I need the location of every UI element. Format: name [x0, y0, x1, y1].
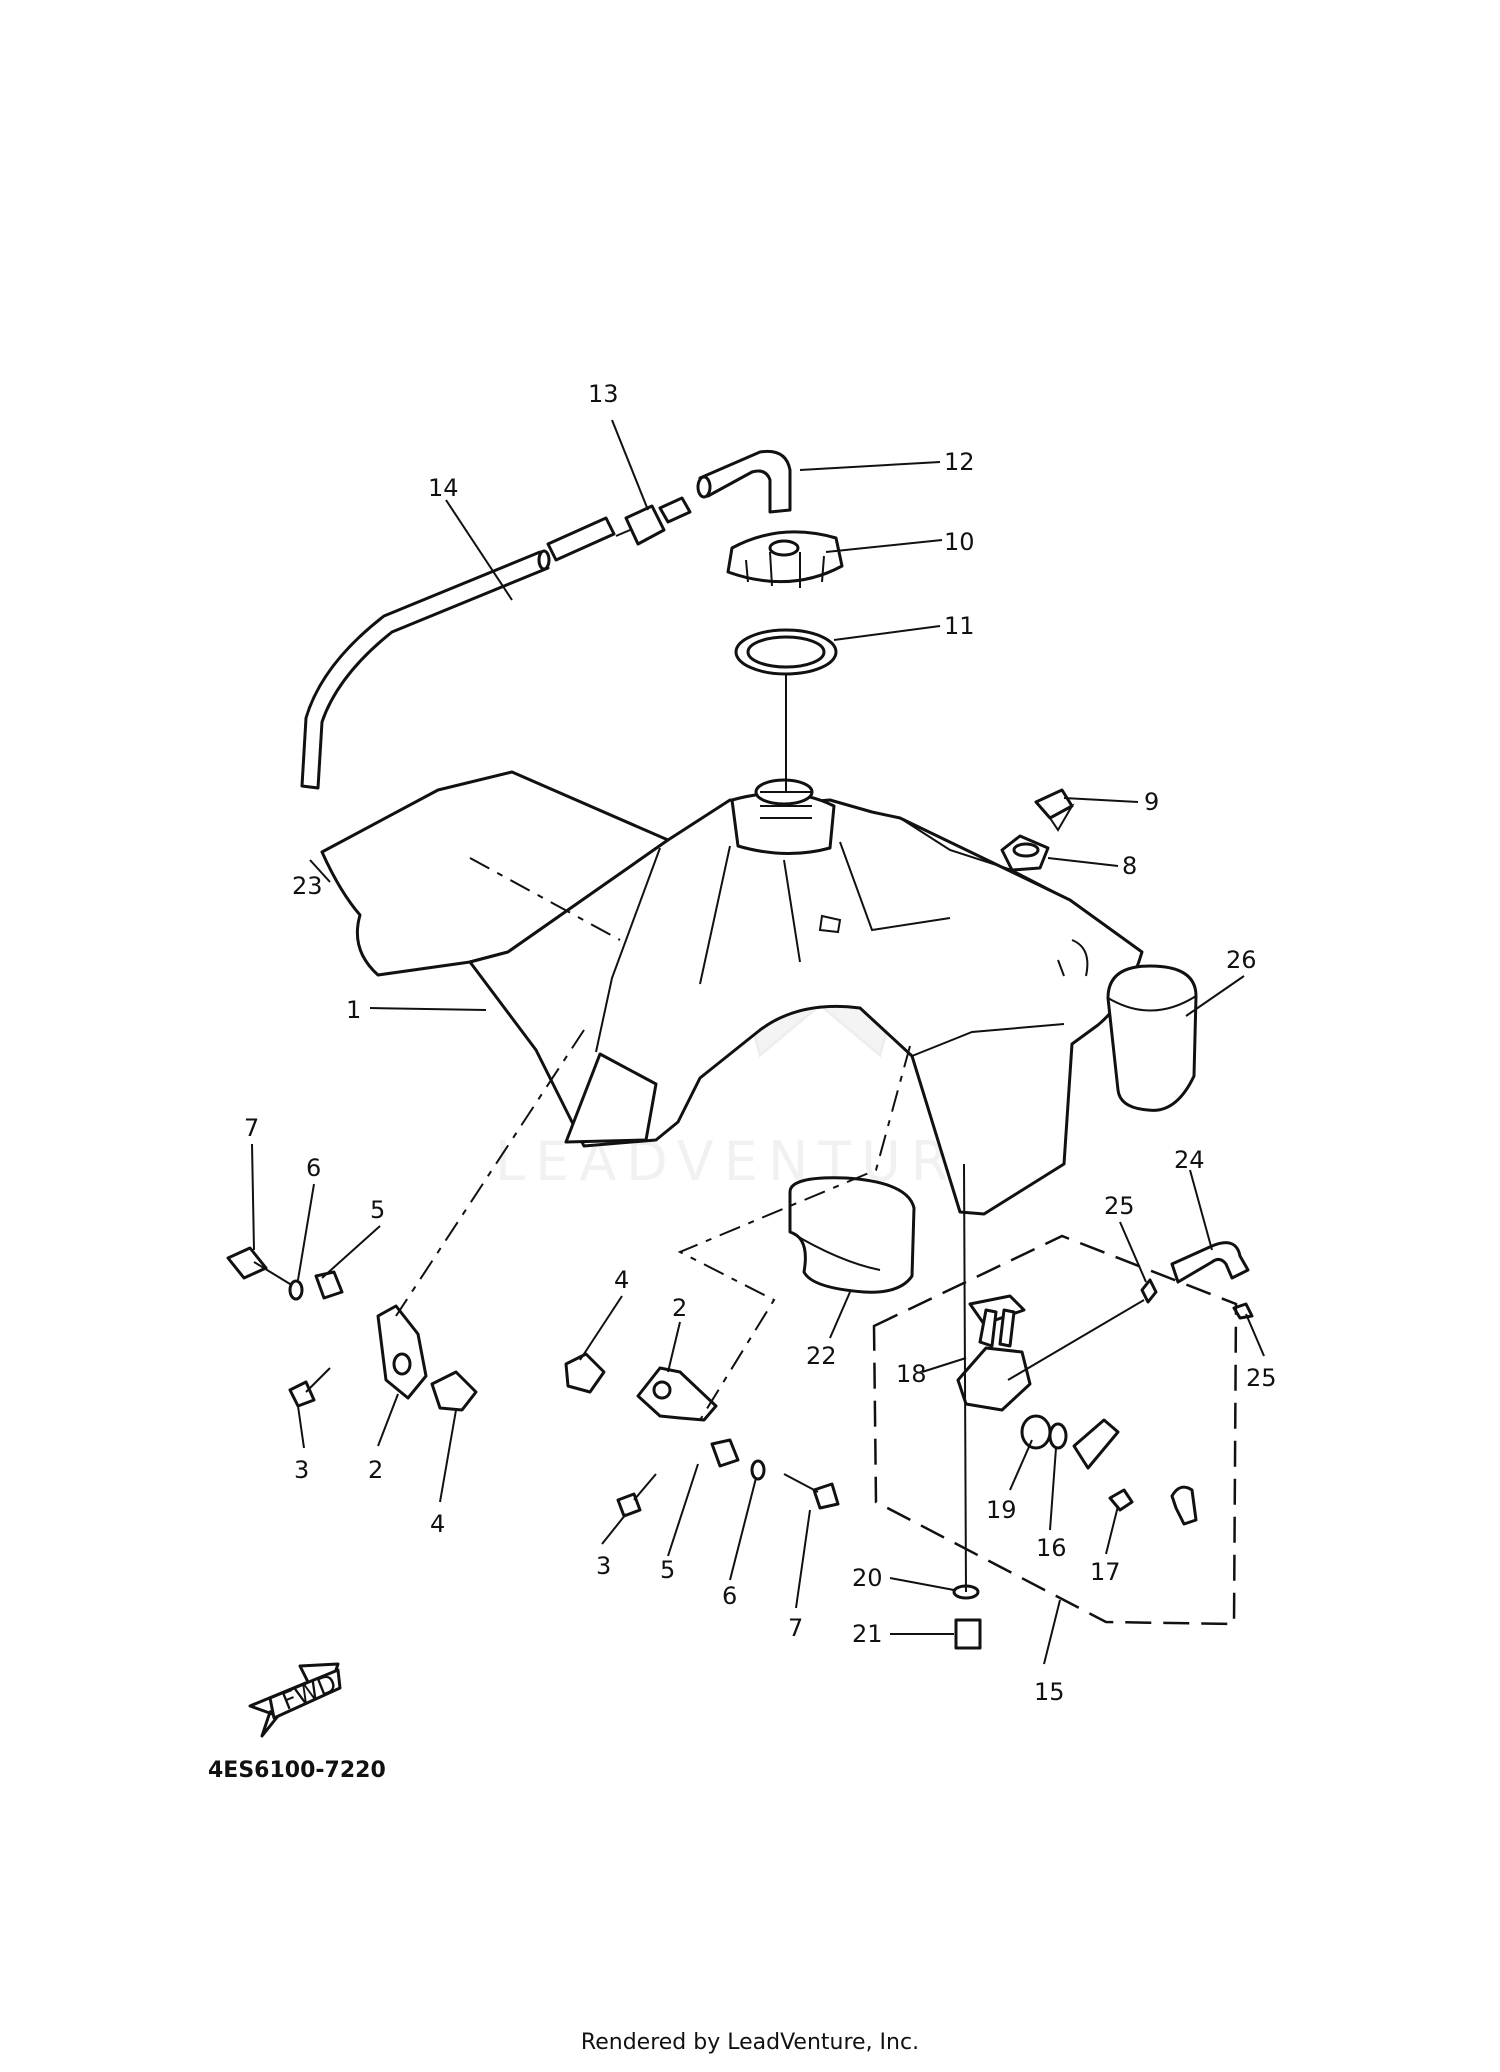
fuel-cock-assembly[interactable] [952, 1294, 1198, 1650]
washer-left[interactable] [288, 1279, 304, 1301]
hose-clip-upper[interactable] [1140, 1278, 1158, 1304]
cap-bolt[interactable] [1034, 788, 1075, 832]
callout-22: 22 [806, 1342, 837, 1370]
callout-6b: 6 [722, 1582, 737, 1610]
alignment-line-center [677, 1045, 911, 1421]
callout-23: 23 [292, 872, 323, 900]
callout-10: 10 [944, 528, 975, 556]
collar-center[interactable] [710, 1438, 740, 1468]
callout-7: 7 [244, 1114, 259, 1142]
callout-11: 11 [944, 612, 975, 640]
fuel-tank-hose[interactable] [696, 449, 792, 514]
callout-5b: 5 [660, 1556, 675, 1584]
leader-lines [251, 419, 1265, 1665]
callout-6: 6 [306, 1154, 321, 1182]
bolt-left-lower[interactable] [288, 1367, 331, 1408]
callout-7b: 7 [788, 1614, 803, 1642]
callout-20: 20 [852, 1564, 883, 1592]
callout-4: 4 [430, 1510, 445, 1538]
callout-25: 25 [1104, 1192, 1135, 1220]
callout-3: 3 [294, 1456, 309, 1484]
fuel-tank-cap[interactable] [726, 530, 844, 588]
render-credit: Rendered by LeadVenture, Inc. [580, 2030, 920, 2055]
part-callouts: 1 2 2 3 3 4 4 5 5 6 6 7 7 8 9 10 11 12 1… [244, 380, 1277, 1706]
callout-9: 9 [1144, 788, 1159, 816]
callout-21: 21 [852, 1620, 883, 1648]
tank-pad-right[interactable] [1106, 964, 1198, 1112]
callout-3b: 3 [596, 1552, 611, 1580]
diagram-code: 4ES6100-7220 [208, 1758, 386, 1783]
bolt-center-right[interactable] [783, 1473, 840, 1510]
callout-15: 15 [1034, 1678, 1065, 1706]
alignment-line-hose [1007, 1299, 1145, 1381]
washer-center[interactable] [750, 1459, 766, 1481]
bolt-center-lower[interactable] [616, 1473, 657, 1518]
callout-4b: 4 [614, 1266, 629, 1294]
fuel-hose[interactable] [1170, 1241, 1250, 1284]
callout-2b: 2 [672, 1294, 687, 1322]
alignment-line-top [469, 857, 621, 941]
callout-2: 2 [368, 1456, 383, 1484]
collar-left[interactable] [314, 1270, 344, 1300]
tank-mount-bracket-center[interactable] [636, 1366, 718, 1422]
tank-mount-bracket-left[interactable] [376, 1304, 428, 1400]
fuel-tank-damper[interactable] [1000, 834, 1050, 872]
breather-hose[interactable] [300, 516, 616, 790]
damper-center[interactable] [564, 1352, 606, 1394]
callout-13: 13 [588, 380, 619, 408]
alignment-line-left [395, 1029, 585, 1317]
check-valve[interactable] [615, 496, 692, 546]
callout-1: 1 [346, 996, 361, 1024]
hose-clip-lower[interactable] [1232, 1302, 1254, 1320]
fwd-arrow-icon: FWD [248, 1662, 342, 1738]
damper-left[interactable] [430, 1370, 478, 1412]
callout-18: 18 [896, 1360, 927, 1388]
alignment-line-cock [963, 1163, 967, 1593]
bolt-left-upper[interactable] [226, 1246, 291, 1285]
fuel-tank[interactable] [468, 778, 1144, 1216]
callout-19: 19 [986, 1496, 1017, 1524]
callout-25b: 25 [1246, 1364, 1277, 1392]
callout-24: 24 [1174, 1146, 1205, 1174]
callout-14: 14 [428, 474, 459, 502]
callout-26: 26 [1226, 946, 1257, 974]
callout-17: 17 [1090, 1558, 1121, 1586]
callout-12: 12 [944, 448, 975, 476]
assembly-boundary [872, 1234, 1238, 1626]
callout-16: 16 [1036, 1534, 1067, 1562]
cap-gasket[interactable] [734, 628, 838, 676]
tank-pad-center[interactable] [788, 1176, 916, 1294]
callout-5: 5 [370, 1196, 385, 1224]
callout-8: 8 [1122, 852, 1137, 880]
